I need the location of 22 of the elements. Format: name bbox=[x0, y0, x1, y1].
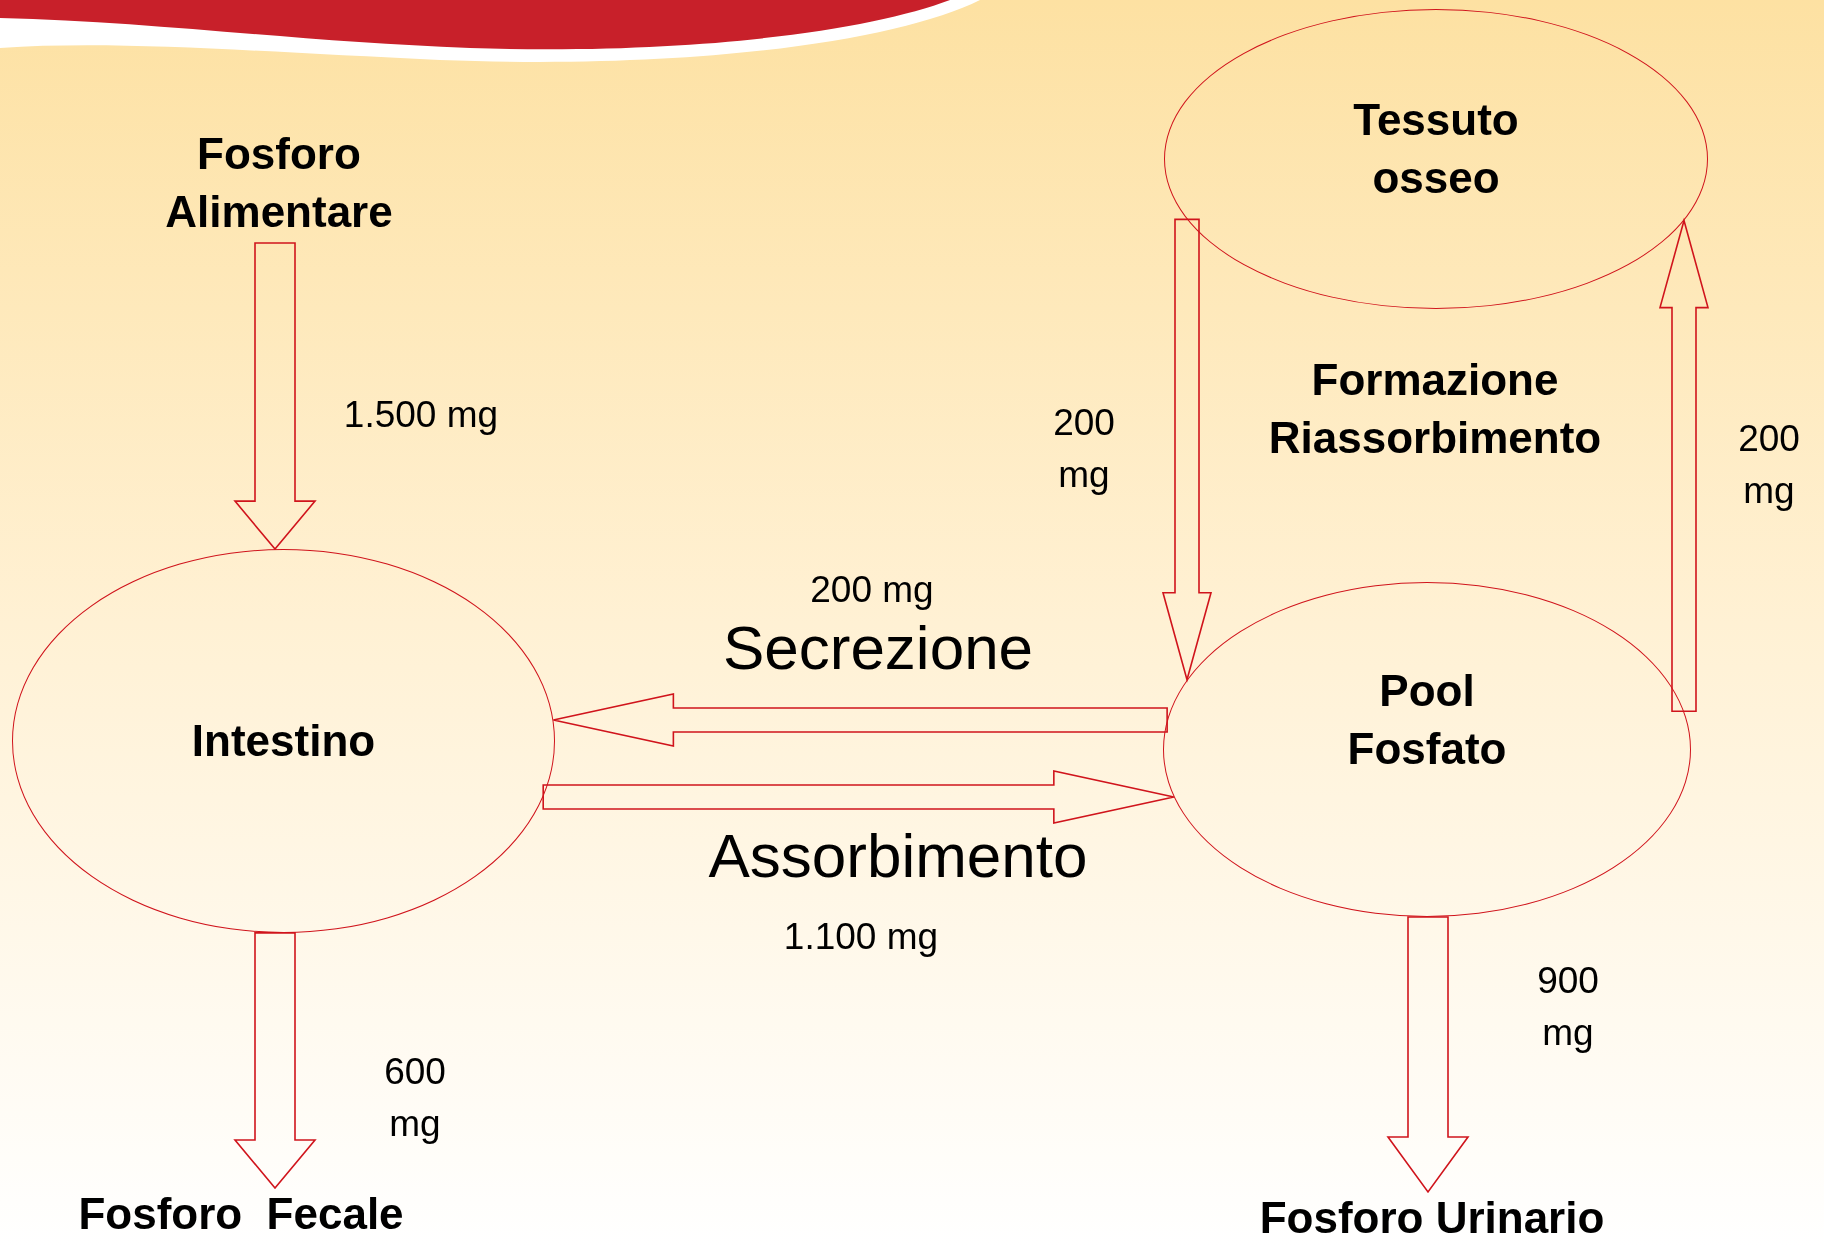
edge-label: 1.500 mg bbox=[342, 393, 500, 438]
node-label: Fosforo Alimentare bbox=[129, 123, 429, 243]
flow-label: 200 mg bbox=[809, 568, 935, 613]
block-arrow bbox=[233, 242, 317, 551]
node-label: Fosforo Fecale bbox=[61, 1188, 421, 1240]
node-label: Intestino bbox=[190, 715, 377, 767]
edge-label: 200 mg bbox=[1737, 417, 1801, 513]
block-arrow bbox=[552, 693, 1168, 747]
edge-label: Secrezione bbox=[721, 611, 1035, 684]
block-arrow bbox=[233, 932, 317, 1190]
ellipse-node bbox=[1163, 582, 1691, 917]
edge-label: Assorbimento bbox=[707, 819, 1089, 892]
node-label: Fosforo Urinario bbox=[1232, 1192, 1632, 1244]
edge-label: 900 mg bbox=[1536, 959, 1600, 1055]
block-arrow bbox=[1386, 916, 1470, 1194]
flow-label: Formazione Riassorbimento bbox=[1267, 354, 1603, 464]
block-arrow bbox=[542, 770, 1175, 824]
flow-label: 1.100 mg bbox=[782, 915, 940, 960]
node-label: Tessuto osseo bbox=[1352, 94, 1520, 204]
node-label: Pool Fosfato bbox=[1346, 664, 1508, 775]
edge-label: 200 mg bbox=[1052, 401, 1116, 497]
edge-label: 600 mg bbox=[383, 1050, 447, 1146]
